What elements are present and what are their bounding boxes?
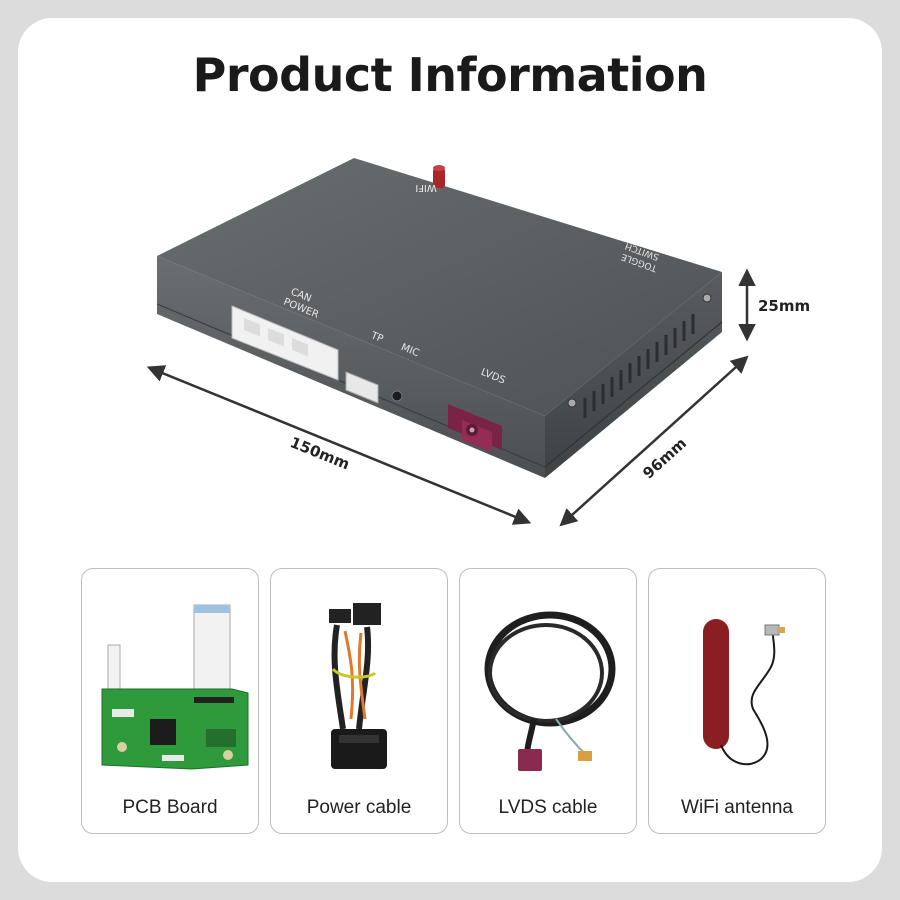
length-arrow bbox=[146, 365, 532, 525]
accessory-card-wifi-antenna: WiFi antenna bbox=[648, 568, 826, 834]
page-title: Product Information bbox=[192, 48, 708, 102]
accessory-label-power-cable: Power cable bbox=[306, 797, 412, 818]
accessory-label-lvds-cable: LVDS cable bbox=[498, 797, 598, 818]
wifi-antenna-icon bbox=[703, 619, 785, 766]
accessory-label-pcb: PCB Board bbox=[122, 797, 218, 818]
power-cable-icon bbox=[329, 603, 387, 769]
accessory-label-wifi-antenna: WiFi antenna bbox=[681, 797, 793, 818]
accessory-card-pcb: PCB Board bbox=[81, 568, 259, 834]
lvds-cable-icon bbox=[484, 611, 616, 771]
tp-port-label: TP bbox=[368, 330, 384, 345]
mic-jack-icon bbox=[391, 390, 403, 402]
width-arrow bbox=[559, 355, 749, 527]
pcb-board-icon bbox=[101, 604, 249, 770]
accessory-card-power-cable: Power cable bbox=[270, 568, 448, 834]
device-illustration: WIFI TOGGLE SWITCH CAN POWER TP MIC LVDS… bbox=[146, 158, 810, 527]
width-dimension-label: 96mm bbox=[639, 434, 690, 482]
accessory-card-lvds-cable: LVDS cable bbox=[459, 568, 637, 834]
length-dimension-label: 150mm bbox=[287, 433, 352, 473]
wifi-connector-icon bbox=[433, 165, 445, 188]
height-dimension-label: 25mm bbox=[758, 297, 810, 315]
wifi-port-label: WIFI bbox=[415, 182, 437, 193]
